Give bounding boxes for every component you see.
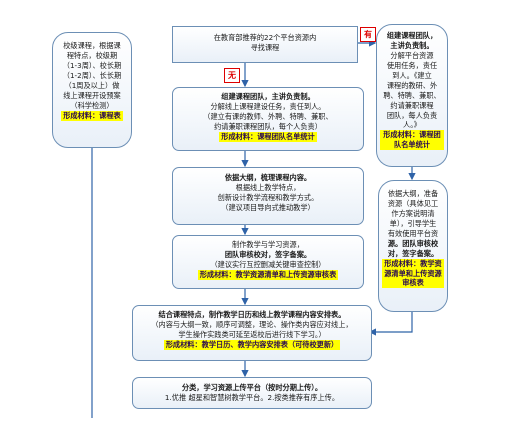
center1-line1: 组建课程团队，主讲负责制。 (221, 92, 315, 101)
right-top-line-7: 聘、特聘、兼职、 (383, 90, 441, 100)
left-box-line-3: （1-3周）、校长期 (62, 60, 122, 70)
center-box-calendar: 结合课程特点，制作教学日历和线上教学课程内容安排表。 （内容与大纲一致，顺序可调… (132, 305, 372, 361)
right-mid-line-6: 源。团队审核校 (387, 238, 439, 248)
left-box-school-course: 校级课程，根据课 程特点，校级期 （1-3周）、校长期 （1-2周）、长长期 （… (52, 32, 132, 148)
center4-line1: 结合课程特点，制作教学日历和线上教学课程内容安排表。 (158, 310, 346, 319)
center4-line3: 学生操作实践类可延至返校后进行线下学习。） (178, 329, 326, 339)
right-top-line-2: 主讲负责制。 (390, 40, 434, 50)
right-mid-line-7: 对，签字备案。 (387, 248, 439, 258)
right-top-line-4: 使用任务，责任 (386, 60, 438, 70)
left-box-line-5: （1周及以上）做 (64, 80, 120, 90)
center-box-resources: 制作教学与学习资源， 团队审核校对，签字备案。 （建议实行互控删减关键审查控制）… (172, 235, 364, 289)
center4-highlight: 形成材料：教学日历、教学内容安排表（可待校更新） (163, 339, 341, 350)
center3-line1: 制作教学与学习资源， (232, 240, 304, 249)
right-mid-line-1: 依据大纲，准备 (387, 189, 439, 198)
tag-no: 无 (224, 68, 240, 83)
right-top-line-10: 人。》 (403, 120, 421, 130)
left-box-highlight: 形成材料：课程表 (61, 110, 123, 121)
right-top-line-1: 组建课程团队， (386, 31, 438, 40)
left-box-line-1: 校级课程，根据课 (63, 41, 121, 50)
connector-right-mid-to-center4 (368, 312, 413, 336)
tag-yes: 有 (360, 27, 376, 42)
left-box-line-4: （1-2周）、长长期 (62, 70, 122, 80)
right-top-line-8: 约请兼职课程 (390, 100, 434, 110)
top-box-line1: 在教育部推荐的22个平台资源内 (213, 33, 317, 42)
center5-line2: 1.优推 超星和智慧树教学平台。2.按类推荐有序上传。 (164, 392, 340, 402)
top-box-line2: 寻找课程 (250, 42, 280, 52)
right-top-box-team: 组建课程团队， 主讲负责制。 分解平台资源 使用任务，责任 到人。《建立 课程的… (376, 24, 448, 167)
center1-line2: 分解线上课程建设任务，责任到人。 (210, 101, 326, 111)
left-box-line-2: 程特点，校级期 (66, 50, 118, 60)
center4-line2: （内容与大纲一致，顺序可调整，理论、操作类内容应对线上， (151, 319, 353, 329)
center3-highlight: 形成材料：教学资源清单和上传资源审核表 (197, 269, 339, 280)
center5-line1: 分类，学习资源上传平台（按时分期上传）。 (181, 383, 323, 392)
center2-line1: 依据大纲，梳理课程内容。 (224, 173, 312, 182)
right-mid-box-resources: 依据大纲，准备 资源（具体见工 作方案说明清 单），引导学生 有效使用平台资 源… (378, 180, 448, 312)
right-mid-line-4: 单），引导学生 (389, 218, 437, 228)
right-mid-highlight: 形成材料：教学资源清单和上传资源审核表 (382, 258, 444, 289)
top-box-find-courses: 在教育部推荐的22个平台资源内 寻找课程 (172, 26, 358, 63)
right-mid-line-2: 资源（具体见工 (387, 198, 439, 208)
right-mid-line-5: 有效使用平台资 (387, 228, 439, 238)
center1-highlight: 形成材料：课程团队名单统计 (219, 131, 317, 142)
right-top-line-5: 到人。《建立 (392, 70, 432, 80)
right-top-line-3: 分解平台资源 (390, 50, 434, 60)
center-box-team: 组建课程团队，主讲负责制。 分解线上课程建设任务，责任到人。 （建立有课的教师、… (172, 87, 364, 151)
right-mid-line-3: 作方案说明清 (391, 208, 435, 218)
center-box-outline: 依据大纲，梳理课程内容。 根据线上教学特点， 创新设计教学流程和教学方式。 （建… (172, 167, 364, 225)
center1-line4: 约请兼职课程团队，每个人负责） (214, 121, 322, 131)
center3-line3: （建议实行互控删减关键审查控制） (210, 259, 326, 269)
right-top-highlight: 形成材料：课程团队名单统计 (380, 130, 444, 151)
center2-line3: 创新设计教学流程和教学方式。 (217, 192, 319, 202)
center2-line2: 根据线上教学特点， (235, 182, 301, 192)
center-box-upload: 分类，学习资源上传平台（按时分期上传）。 1.优推 超星和智慧树教学平台。2.按… (132, 377, 372, 409)
right-top-line-6: 课程的教研、外 (386, 80, 438, 90)
center3-line2: 团队审核校对，签字备案。 (224, 249, 312, 259)
right-top-line-9: 团队，每人负责 (386, 110, 438, 120)
center1-line3: （建立有课的教师、外聘、特聘、兼职、 (203, 111, 333, 121)
left-box-line-6: 线上课程开设预案 (63, 90, 121, 100)
left-box-line-7: （科学检测） (70, 100, 114, 110)
center2-line4: （建议项目导向式推动教学） (221, 202, 315, 212)
